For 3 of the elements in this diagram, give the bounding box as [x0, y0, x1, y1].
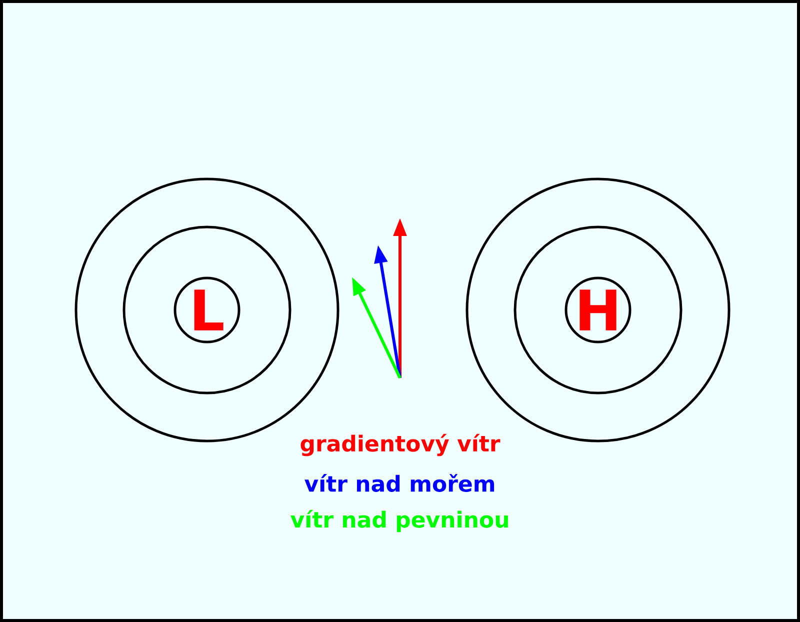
legend-text: vítr nad pevninou	[290, 510, 508, 532]
legend-text: vítr nad mořem	[304, 474, 494, 492]
legend-text: gradientový vítr	[300, 434, 500, 456]
